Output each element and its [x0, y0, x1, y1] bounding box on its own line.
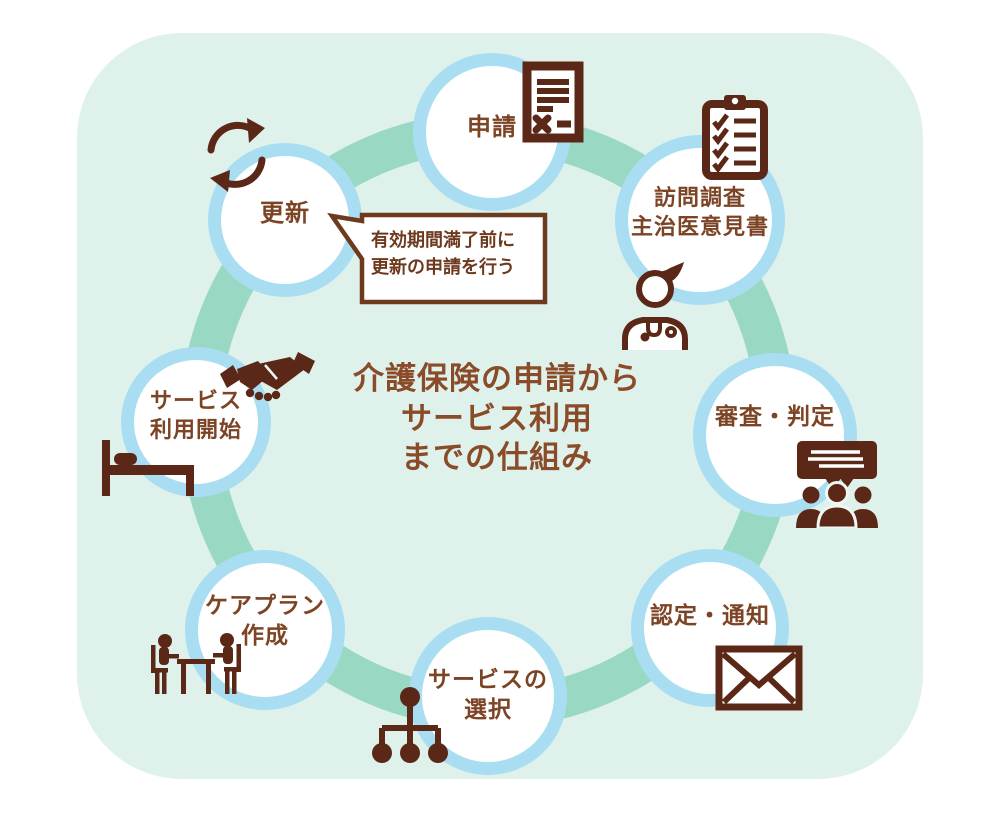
diagram-title-line2: サービス利用: [401, 400, 593, 437]
step-label-nintei: 認定・通知: [650, 602, 770, 632]
committee-icon: [794, 438, 880, 528]
diagram-title-line1: 介護保険の申請から: [353, 361, 641, 397]
document-icon: [521, 60, 585, 144]
bed-icon: [98, 438, 200, 498]
step-label-shinsei: 申請: [467, 112, 517, 143]
step-label-line: 審査・判定: [715, 404, 835, 431]
step-label-line: 作成: [241, 623, 289, 649]
step-label-koushin: 更新: [260, 198, 310, 229]
step-label-houmon: 訪問調査 主治医意見書: [631, 185, 769, 242]
callout-line2: 更新の申請を行う: [371, 257, 515, 278]
step-label-line: 利用開始: [149, 418, 242, 443]
renewal-cycle-icon: [199, 116, 273, 194]
renewal-callout-text: 有効期間満了前に 更新の申請を行う: [371, 227, 543, 281]
renewal-callout-box: [327, 212, 548, 305]
handshake-icon: [218, 350, 320, 410]
step-label-line: 認定・通知: [650, 603, 770, 630]
meeting-table-icon: [150, 632, 242, 698]
diagram-title-line3: までの仕組み: [401, 440, 593, 477]
step-label-shinsa: 審査・判定: [715, 403, 835, 433]
step-label-line: サービスの: [428, 667, 548, 694]
step-label-line: 訪問調査: [653, 186, 746, 212]
doctor-icon: [618, 262, 690, 350]
step-label-sentaku: サービスの 選択: [428, 666, 548, 726]
step-label-line: 更新: [260, 199, 310, 228]
org-tree-icon: [371, 686, 449, 766]
step-label-careplan: ケアプラン 作成: [205, 592, 325, 652]
clipboard-icon: [701, 93, 769, 181]
step-label-line: サービス: [149, 389, 242, 415]
diagram-title: 介護保険の申請から サービス利用 までの仕組み: [297, 360, 697, 479]
step-circle-careplan: ケアプラン 作成: [185, 550, 345, 710]
step-label-line: ケアプラン: [205, 593, 325, 620]
step-label-line: 主治医意見書: [630, 215, 769, 240]
step-label-riyou: サービス 利用開始: [150, 388, 242, 445]
step-label-line: 選択: [464, 697, 512, 723]
callout-line1: 有効期間満了前に: [371, 230, 515, 251]
envelope-icon: [715, 645, 803, 711]
step-label-line: 申請: [467, 113, 517, 142]
